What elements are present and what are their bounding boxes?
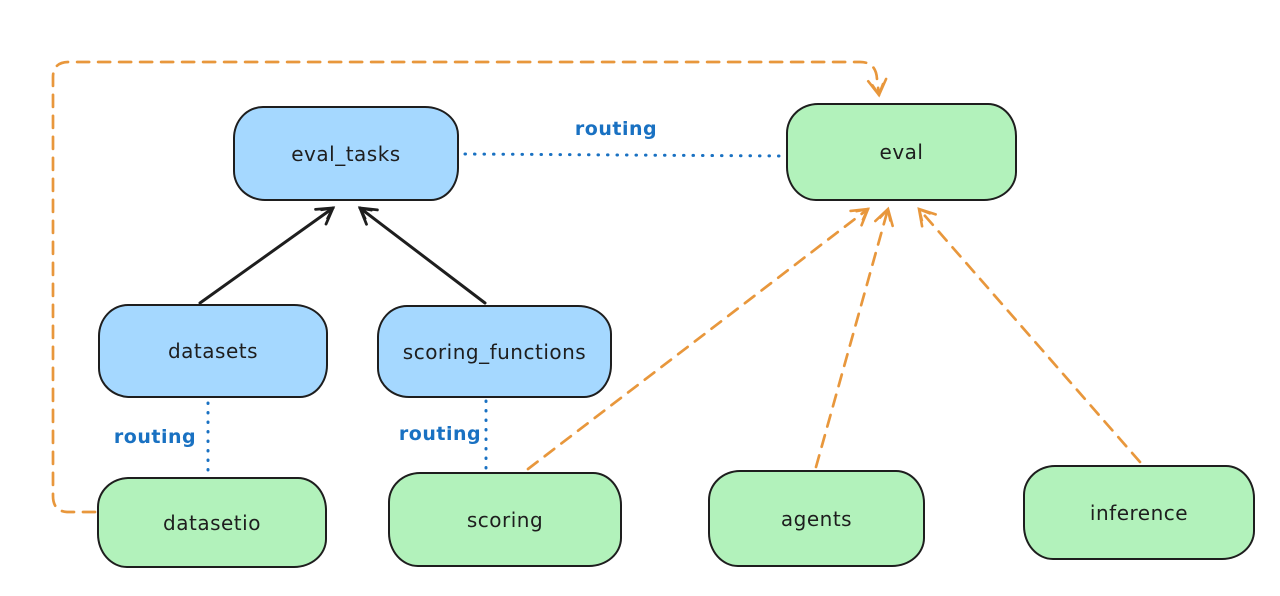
routing-label-datasets-datasetio: routing — [113, 426, 197, 448]
edge-agents-to-eval — [814, 206, 894, 469]
node-scoring-functions-label: scoring_functions — [402, 339, 587, 364]
node-agents: agents — [708, 470, 925, 567]
edge-datasets-to-eval_tasks — [198, 206, 336, 305]
routing-label-scoring_functions-scoring: routing — [398, 423, 482, 445]
edge-scoring-to-eval — [526, 207, 871, 471]
node-agents-label: agents — [780, 506, 853, 531]
node-scoring-functions: scoring_functions — [377, 305, 612, 398]
node-datasets: datasets — [98, 304, 328, 398]
node-datasets-label: datasets — [167, 339, 259, 363]
node-eval-tasks-label: eval_tasks — [291, 141, 401, 166]
node-eval-tasks: eval_tasks — [233, 106, 459, 201]
routing-label-eval_tasks-eval: routing — [574, 118, 658, 140]
node-inference-label: inference — [1089, 500, 1189, 525]
edge-inference-to-eval — [917, 207, 1142, 464]
node-eval-label: eval — [879, 140, 924, 164]
node-scoring-label: scoring — [466, 507, 544, 532]
edge-eval_tasks-to-eval-routing — [463, 152, 785, 158]
node-inference: inference — [1023, 465, 1255, 560]
edge-scoring_functions-to-eval_tasks — [357, 206, 487, 305]
edge-datasetio-to-eval — [51, 60, 888, 514]
node-scoring: scoring — [388, 472, 622, 567]
node-eval: eval — [786, 103, 1017, 201]
node-datasetio: datasetio — [97, 477, 327, 568]
node-datasetio-label: datasetio — [163, 510, 261, 535]
